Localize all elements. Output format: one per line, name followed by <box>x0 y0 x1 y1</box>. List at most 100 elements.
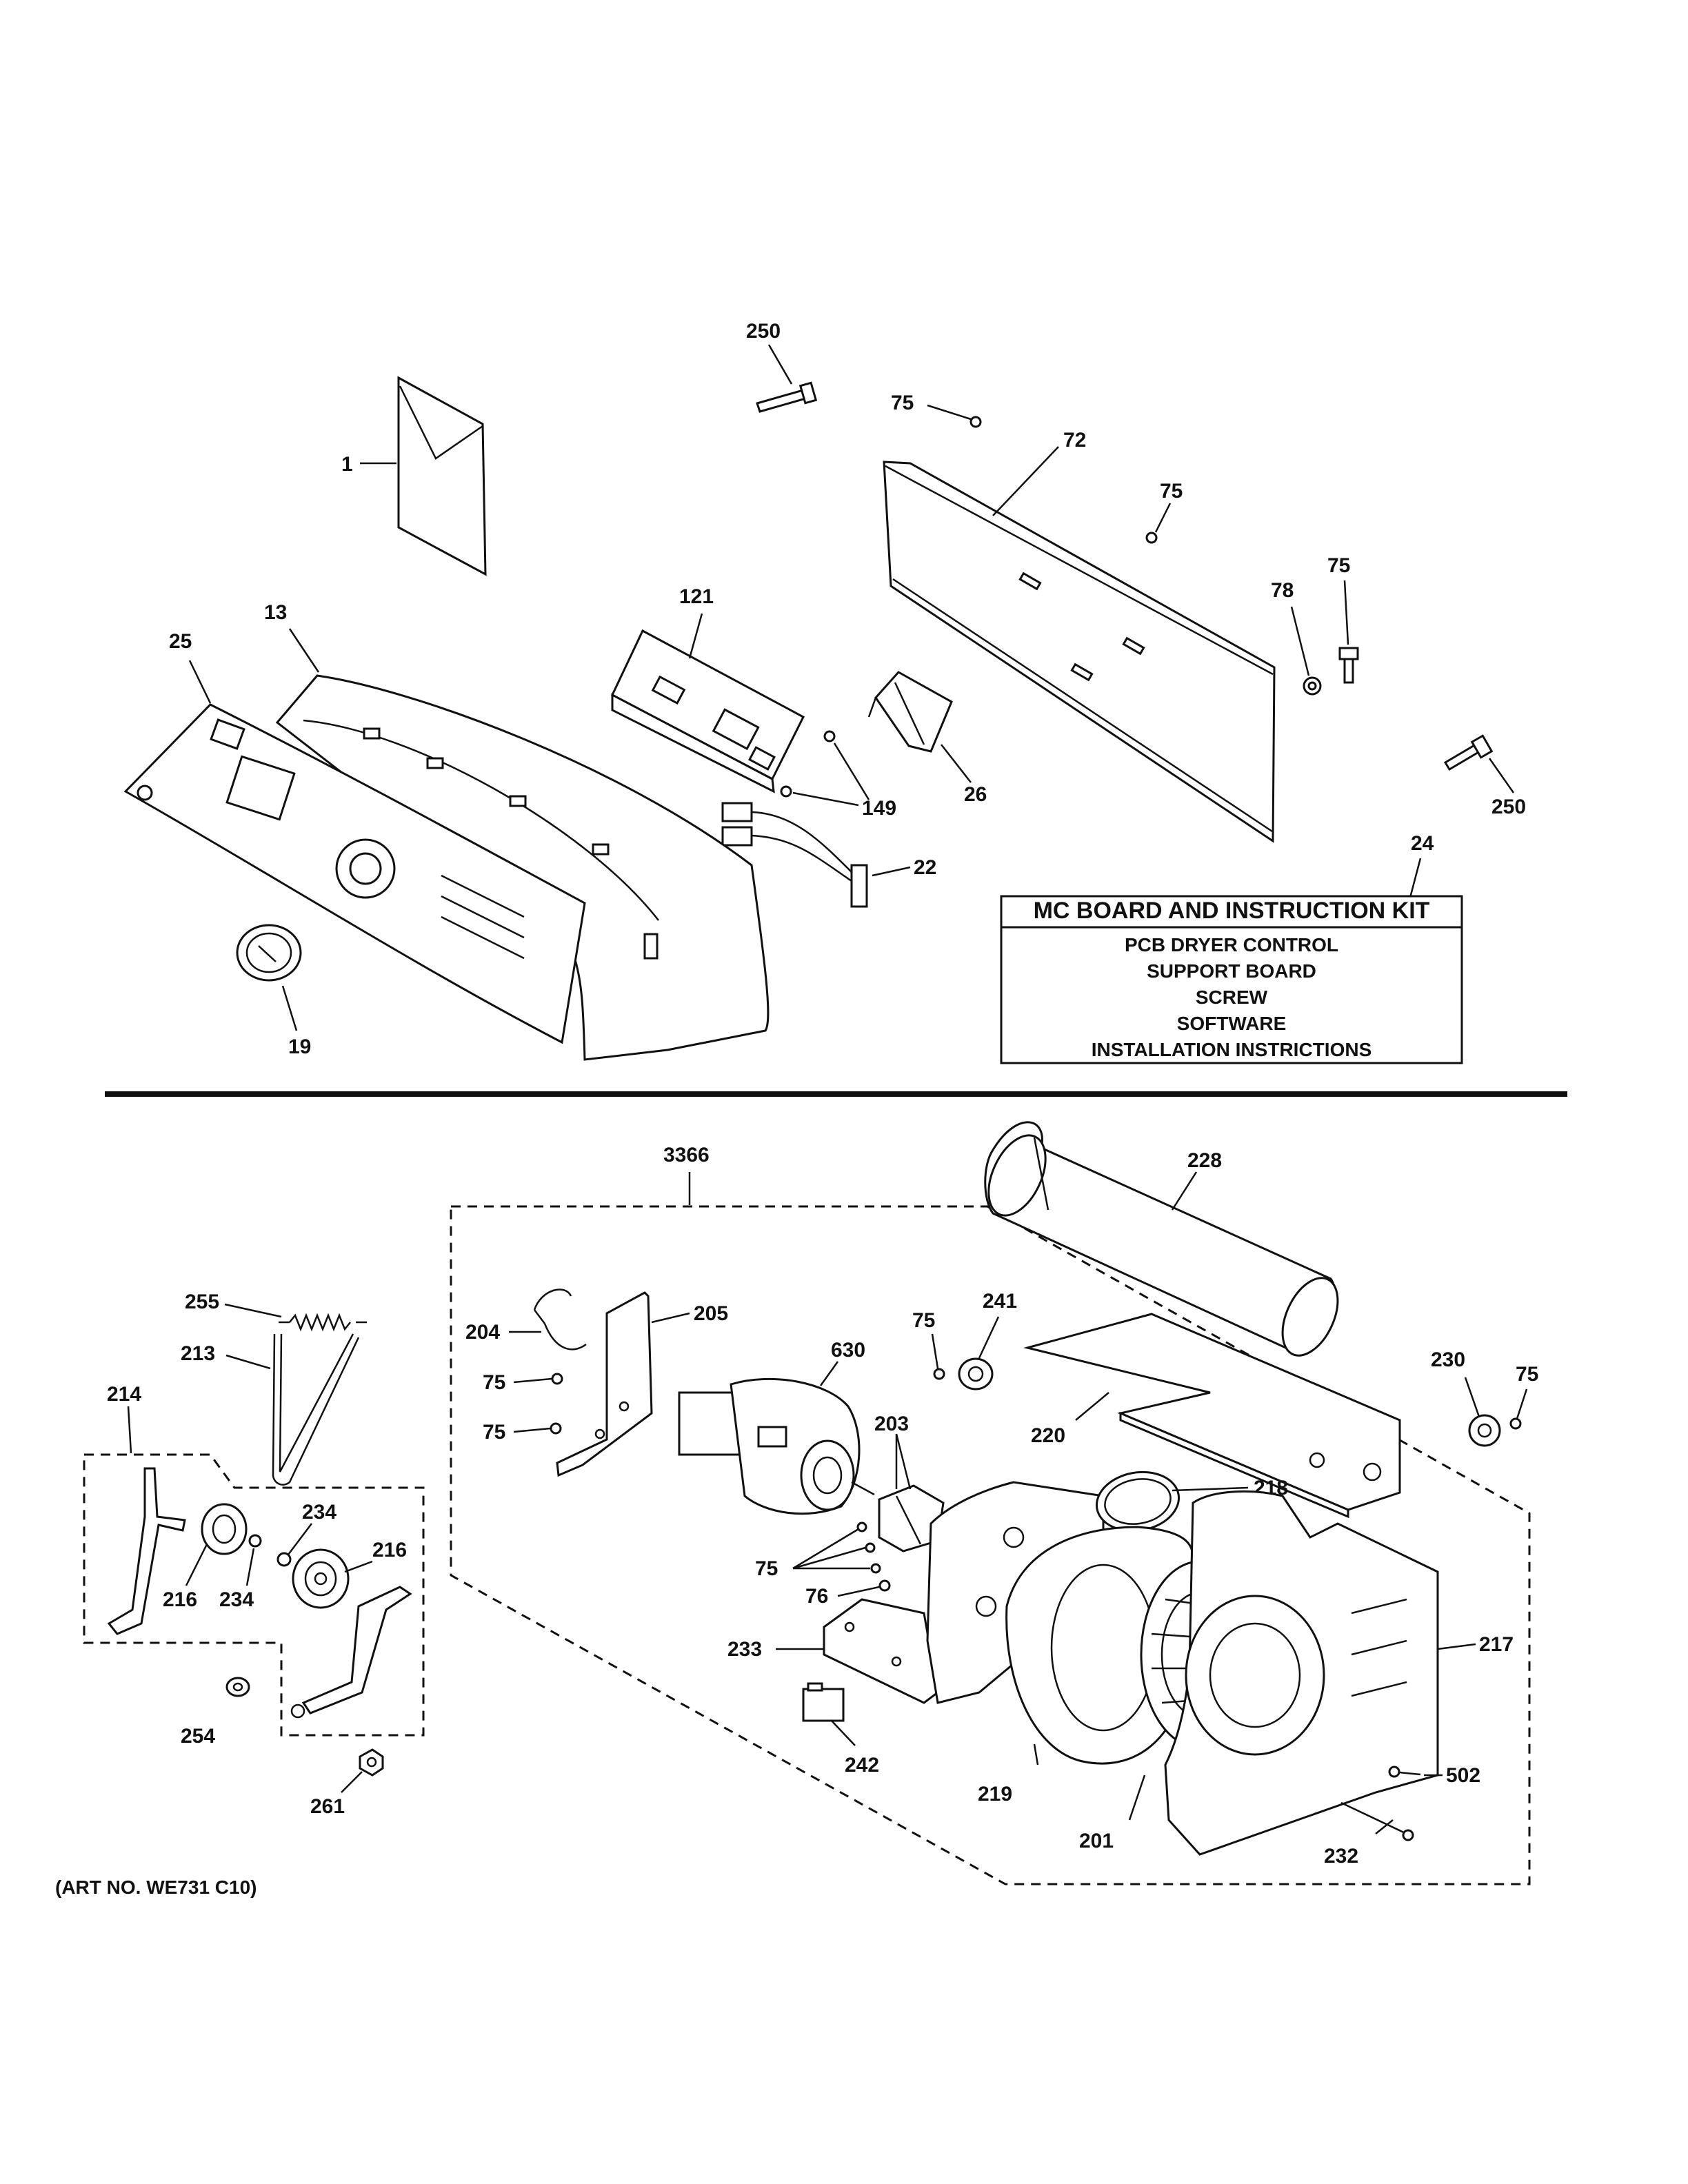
rear-panel-72 <box>883 461 1276 843</box>
high-limit-230 <box>1468 1414 1501 1447</box>
callout-217: 217 <box>1479 1633 1514 1656</box>
callout-78: 78 <box>1271 579 1294 602</box>
callout-228: 228 <box>1187 1149 1222 1172</box>
idler-bracket <box>290 1586 412 1719</box>
screw-75-thermistor <box>933 1368 945 1380</box>
callout-232: 232 <box>1324 1845 1358 1868</box>
kit-item-1: PCB DRYER CONTROL <box>1125 934 1338 956</box>
callout-234-upper: 234 <box>302 1501 336 1524</box>
callout-22: 22 <box>914 856 936 879</box>
callout-75-e: 75 <box>483 1421 505 1444</box>
control-board-121 <box>611 629 805 793</box>
callout-75-c: 75 <box>1327 554 1350 577</box>
callout-203: 203 <box>874 1413 909 1435</box>
screw-250-right <box>1443 734 1494 771</box>
callout-24: 24 <box>1411 832 1434 855</box>
callout-201: 201 <box>1079 1830 1114 1852</box>
callout-25: 25 <box>169 630 192 653</box>
callout-19: 19 <box>288 1035 311 1058</box>
screw-75-left-lower <box>550 1422 562 1435</box>
callout-75-h: 75 <box>755 1557 778 1580</box>
callout-250-top: 250 <box>746 320 781 343</box>
kit-item-4: SOFTWARE <box>1177 1013 1287 1034</box>
callout-72: 72 <box>1063 429 1086 452</box>
callout-234-lower: 234 <box>219 1588 254 1611</box>
callout-204: 204 <box>465 1321 500 1344</box>
screw-75-left-upper <box>551 1373 563 1385</box>
screw-76 <box>878 1579 891 1592</box>
kit-box-24: MC BOARD AND INSTRUCTION KIT PCB DRYER C… <box>1000 895 1463 1064</box>
nut-261 <box>359 1748 384 1777</box>
housing-cover-217 <box>1164 1490 1439 1856</box>
washer-254 <box>225 1677 250 1697</box>
callout-254: 254 <box>181 1725 215 1748</box>
callout-502: 502 <box>1446 1764 1480 1787</box>
callout-76: 76 <box>805 1585 828 1608</box>
callout-216-left: 216 <box>163 1588 197 1611</box>
kit-item-5: INSTALLATION INSTRICTIONS <box>1092 1039 1372 1060</box>
callout-220: 220 <box>1031 1424 1065 1447</box>
clip-204 <box>533 1288 587 1351</box>
callout-261: 261 <box>310 1795 345 1818</box>
heater-duct-220 <box>1023 1313 1401 1519</box>
control-panel-25 <box>123 703 586 1044</box>
screw-502 <box>1388 1766 1421 1778</box>
callout-75-b: 75 <box>1160 480 1183 503</box>
callout-216-right: 216 <box>372 1539 407 1561</box>
motor-base-233 <box>823 1598 939 1704</box>
callout-230: 230 <box>1431 1348 1465 1371</box>
screws-75-motor <box>856 1521 881 1574</box>
motor-630 <box>678 1377 875 1515</box>
callout-121: 121 <box>679 585 714 608</box>
callout-241: 241 <box>983 1290 1017 1313</box>
motor-bracket-205 <box>556 1291 653 1477</box>
callout-26: 26 <box>964 783 987 806</box>
bracket-26 <box>867 671 953 753</box>
kit-item-2: SUPPORT BOARD <box>1147 960 1316 982</box>
callout-250-right: 250 <box>1491 796 1526 818</box>
callout-233: 233 <box>727 1638 762 1661</box>
callout-3366: 3366 <box>663 1144 710 1166</box>
star-washer-78 <box>1303 676 1322 696</box>
callout-75-d: 75 <box>483 1371 505 1394</box>
washer-234-right <box>248 1534 262 1548</box>
wire-harness-22 <box>721 802 868 908</box>
screw-75-right <box>1338 647 1359 684</box>
assembly-3366-outline <box>450 1205 1531 1885</box>
screw-232 <box>1340 1801 1414 1841</box>
thermistor-241 <box>958 1357 994 1391</box>
knob-19 <box>236 924 302 982</box>
screw-75-high-limit <box>1509 1417 1522 1430</box>
callout-149: 149 <box>862 797 896 820</box>
callout-630: 630 <box>831 1339 865 1362</box>
callout-75-g: 75 <box>1516 1363 1538 1386</box>
callout-242: 242 <box>845 1754 879 1777</box>
callout-255: 255 <box>185 1291 219 1313</box>
callout-219: 219 <box>978 1783 1012 1806</box>
callout-214: 214 <box>107 1383 141 1406</box>
console-13 <box>275 674 770 1061</box>
kit-item-3: SCREW <box>1196 987 1268 1008</box>
pulley-216-right <box>292 1548 350 1609</box>
callout-1: 1 <box>341 453 353 476</box>
callout-205: 205 <box>694 1302 728 1325</box>
manual-envelope <box>397 376 487 576</box>
callout-75-a: 75 <box>891 392 914 414</box>
callout-13: 13 <box>264 601 287 624</box>
spring-255 <box>279 1313 367 1332</box>
screw-75-top <box>969 416 982 428</box>
idler-arm-214 <box>107 1467 186 1635</box>
screw-250-top <box>756 381 818 413</box>
pulley-216-left <box>201 1503 248 1555</box>
thermostat-242 <box>802 1682 845 1722</box>
belt-213 <box>272 1333 360 1486</box>
duct-228 <box>984 1121 1339 1357</box>
callout-75-f: 75 <box>912 1309 935 1332</box>
washer-234-upper <box>277 1552 292 1567</box>
screw-149 <box>780 730 836 798</box>
callout-213: 213 <box>181 1342 215 1365</box>
kit-box-title: MC BOARD AND INSTRUCTION KIT <box>1034 898 1430 924</box>
assembly-214-outline <box>83 1453 425 1737</box>
art-number: (ART NO. WE731 C10) <box>55 1877 257 1898</box>
